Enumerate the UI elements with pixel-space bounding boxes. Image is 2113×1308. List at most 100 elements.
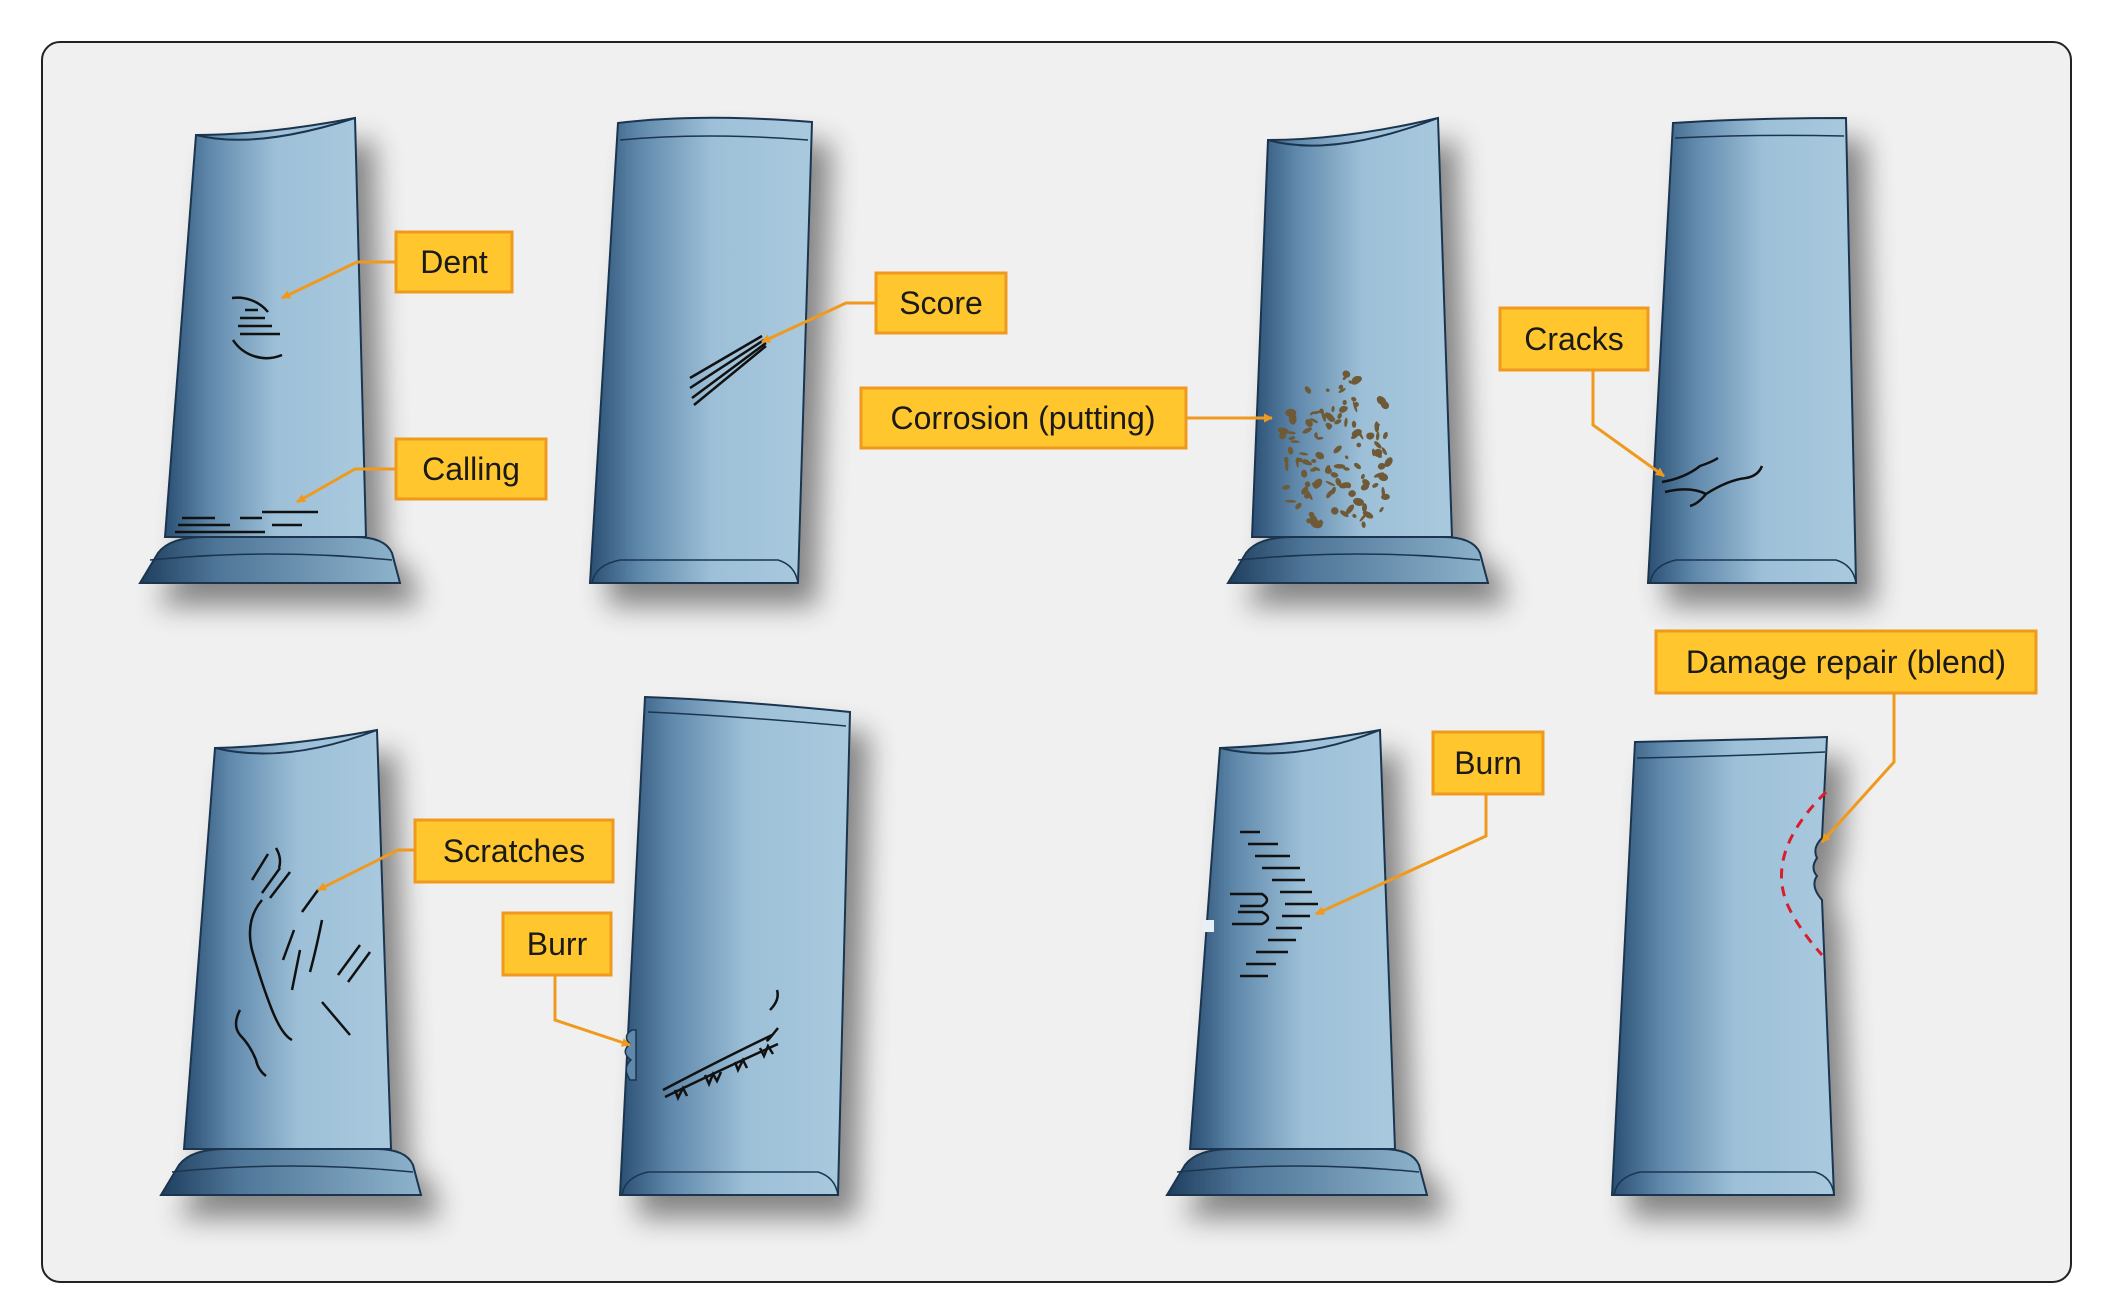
corrosion-pit bbox=[1342, 370, 1351, 378]
corrosion-pit bbox=[1371, 448, 1376, 457]
corrosion-pit bbox=[1377, 462, 1386, 470]
corrosion-pit bbox=[1325, 388, 1330, 392]
corrosion-pit bbox=[1361, 503, 1368, 513]
corrosion-pit bbox=[1313, 466, 1321, 471]
corrosion-pit bbox=[1337, 412, 1343, 419]
blade-airfoil bbox=[1250, 116, 1454, 538]
corrosion-pit bbox=[1379, 506, 1384, 513]
corrosion-pit bbox=[1378, 473, 1389, 482]
burr-leader bbox=[553, 975, 631, 1047]
corrosion-pit bbox=[1372, 482, 1379, 488]
calling-leader bbox=[296, 467, 396, 504]
corrosion-pit bbox=[1335, 477, 1342, 487]
label-calling-text: Calling bbox=[422, 451, 520, 487]
corrosion-pit bbox=[1360, 483, 1370, 491]
corrosion-pit bbox=[1310, 411, 1314, 416]
corrosion-pit bbox=[1331, 507, 1339, 515]
corrosion-pit bbox=[1381, 493, 1390, 501]
corrosion-pit bbox=[1376, 396, 1387, 406]
corrosion-pit bbox=[1324, 412, 1335, 422]
corrosion-pit bbox=[1331, 405, 1335, 413]
corrosion-mark bbox=[1277, 370, 1393, 529]
corrosion-pit bbox=[1304, 481, 1311, 488]
corrosion-pit bbox=[1325, 465, 1331, 474]
corrosion-pit bbox=[1302, 427, 1313, 434]
leader-lines bbox=[281, 260, 1896, 1047]
label-calling: Calling bbox=[394, 437, 548, 501]
corrosion-pit bbox=[1351, 420, 1357, 428]
corrosion-pit bbox=[1312, 478, 1323, 489]
corrosion-pit bbox=[1325, 481, 1336, 486]
blade-platform bbox=[138, 536, 402, 584]
corrosion-pit bbox=[1340, 510, 1349, 518]
corrosion-pit bbox=[1361, 521, 1366, 528]
blade-blend bbox=[1610, 735, 1836, 1196]
corrosion-pit bbox=[1277, 427, 1289, 435]
cracks-mark bbox=[1661, 456, 1764, 508]
corrosion-pit bbox=[1300, 469, 1308, 478]
label-burr: Burr bbox=[501, 911, 613, 977]
corrosion-pit bbox=[1356, 442, 1362, 448]
blade-airfoil bbox=[1646, 116, 1858, 584]
damage-repair-leader bbox=[1820, 693, 1896, 844]
corrosion-pit bbox=[1310, 418, 1318, 424]
corrosion-pit bbox=[1366, 432, 1374, 440]
corrosion-pit bbox=[1334, 419, 1342, 425]
blade-platform bbox=[1165, 1148, 1429, 1196]
label-cracks: Cracks bbox=[1498, 306, 1650, 372]
burr-mark bbox=[662, 989, 779, 1102]
label-dent-text: Dent bbox=[420, 244, 488, 280]
corrosion-pit bbox=[1301, 486, 1309, 495]
label-corrosion-text: Corrosion (putting) bbox=[891, 400, 1156, 436]
corrosion-pit bbox=[1339, 482, 1351, 489]
corrosion-pit bbox=[1381, 447, 1387, 456]
label-corrosion: Corrosion (putting) bbox=[859, 386, 1188, 450]
cracks-leader bbox=[1591, 370, 1665, 478]
corrosion-pit bbox=[1321, 411, 1326, 422]
label-scratches: Scratches bbox=[413, 818, 615, 884]
label-cracks-text: Cracks bbox=[1524, 321, 1624, 357]
blade-airfoil bbox=[588, 116, 814, 584]
corrosion-pit bbox=[1290, 440, 1300, 443]
corrosion-pit bbox=[1375, 431, 1380, 441]
corrosion-pit bbox=[1285, 408, 1297, 417]
corrosion-pit bbox=[1282, 484, 1291, 490]
corrosion-pit bbox=[1314, 432, 1318, 438]
corrosion-pit bbox=[1377, 454, 1382, 459]
calling-mark bbox=[175, 510, 318, 534]
corrosion-pit bbox=[1343, 467, 1350, 471]
corrosion-pit bbox=[1344, 455, 1349, 460]
corrosion-pit bbox=[1303, 493, 1311, 499]
corrosion-pit bbox=[1287, 431, 1296, 435]
corrosion-pit bbox=[1374, 421, 1380, 433]
corrosion-pit bbox=[1319, 519, 1324, 524]
corrosion-pit bbox=[1311, 410, 1321, 415]
corrosion-pit bbox=[1348, 380, 1353, 384]
corrosion-pit bbox=[1344, 417, 1348, 428]
dent-mark bbox=[231, 296, 283, 360]
score-mark bbox=[689, 334, 767, 406]
blade-score bbox=[588, 116, 814, 584]
blend-line bbox=[1780, 790, 1828, 956]
blade-cracks bbox=[1646, 116, 1858, 584]
corrosion-pit bbox=[1351, 396, 1357, 402]
corrosion-pit bbox=[1287, 446, 1294, 455]
corrosion-pit bbox=[1350, 434, 1358, 439]
corrosion-pit bbox=[1308, 511, 1315, 518]
corrosion-pit bbox=[1333, 463, 1346, 469]
corrosion-pit bbox=[1309, 515, 1318, 526]
corrosion-pit bbox=[1315, 452, 1323, 457]
corrosion-pit bbox=[1284, 499, 1297, 503]
corrosion-pit bbox=[1331, 486, 1336, 495]
corrosion-pit bbox=[1295, 459, 1299, 468]
blade-scratches bbox=[159, 728, 423, 1196]
corrosion-pit bbox=[1300, 459, 1313, 466]
corrosion-pit bbox=[1345, 504, 1355, 515]
corrosion-pit bbox=[1325, 422, 1333, 429]
corrosion-pit bbox=[1338, 388, 1346, 393]
corrosion-pit bbox=[1299, 452, 1309, 456]
label-scratches-text: Scratches bbox=[443, 833, 585, 869]
blade-platform bbox=[159, 1148, 423, 1196]
label-burn: Burn bbox=[1431, 730, 1545, 796]
corrosion-pit bbox=[1316, 436, 1324, 440]
